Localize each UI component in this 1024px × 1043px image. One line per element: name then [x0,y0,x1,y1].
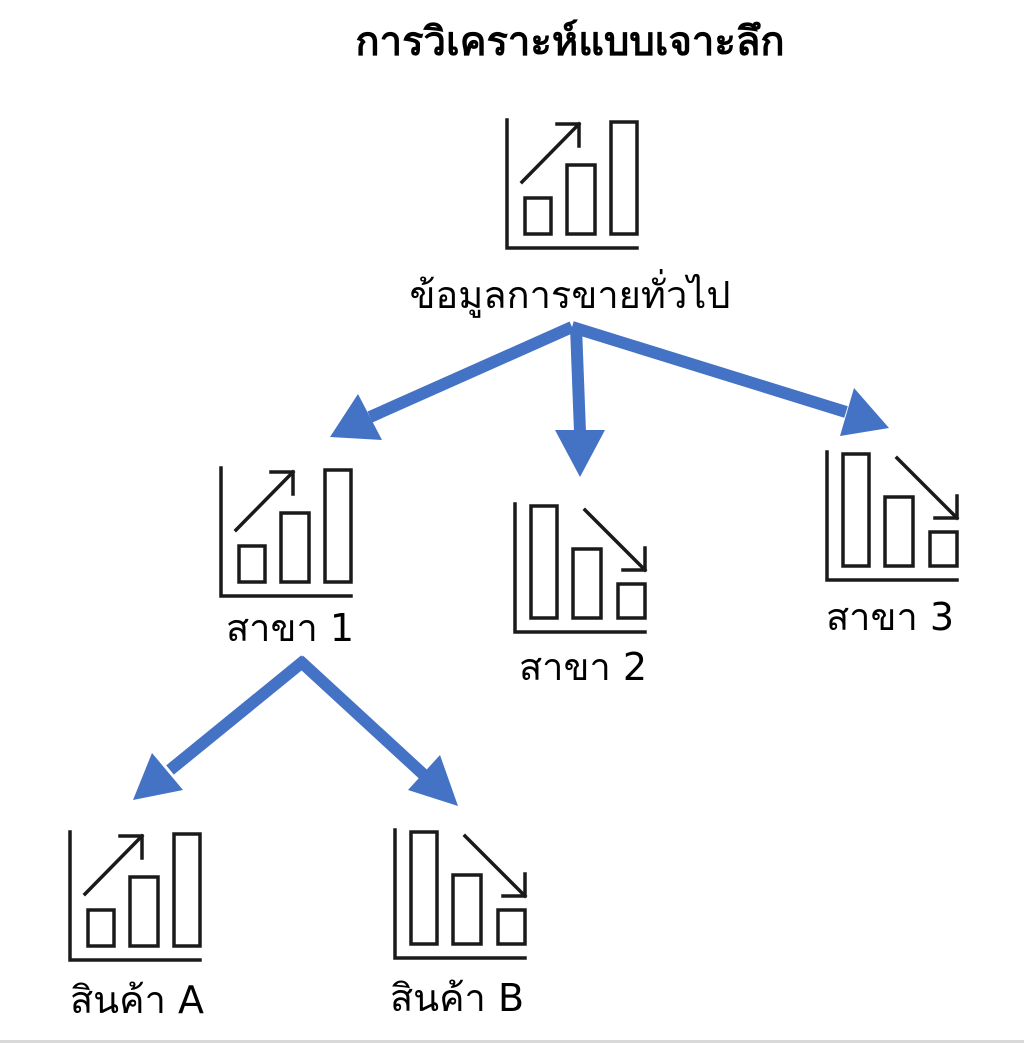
node-label-general-sales: ข้อมูลการขายทั่วไป [409,273,731,317]
chart-trend-up-icon [505,118,639,250]
node-label-branch-3: สาขา 3 [825,595,955,639]
arrow-root-to-branch1 [330,321,575,440]
arrow-root-to-branch2 [555,326,605,477]
chart-trend-down-icon [393,828,527,960]
bottom-divider [0,1040,1024,1043]
chart-trend-up-icon [68,830,202,962]
node-label-product-a: สินค้า A [69,978,204,1022]
diagram-title: การวิเคราะห์แบบเจาะลึก [355,19,785,65]
node-label-branch-1: สาขา 1 [225,606,355,650]
arrow-branch1-to-productA [133,655,309,800]
chart-trend-up-icon [219,466,353,598]
chart-trend-down-icon [825,450,959,582]
node-label-product-b: สินค้า B [389,976,525,1020]
node-label-branch-2: สาขา 2 [518,645,648,689]
arrow-branch1-to-productB [294,655,458,806]
chart-trend-down-icon [513,502,647,634]
arrow-root-to-branch3 [570,321,889,436]
